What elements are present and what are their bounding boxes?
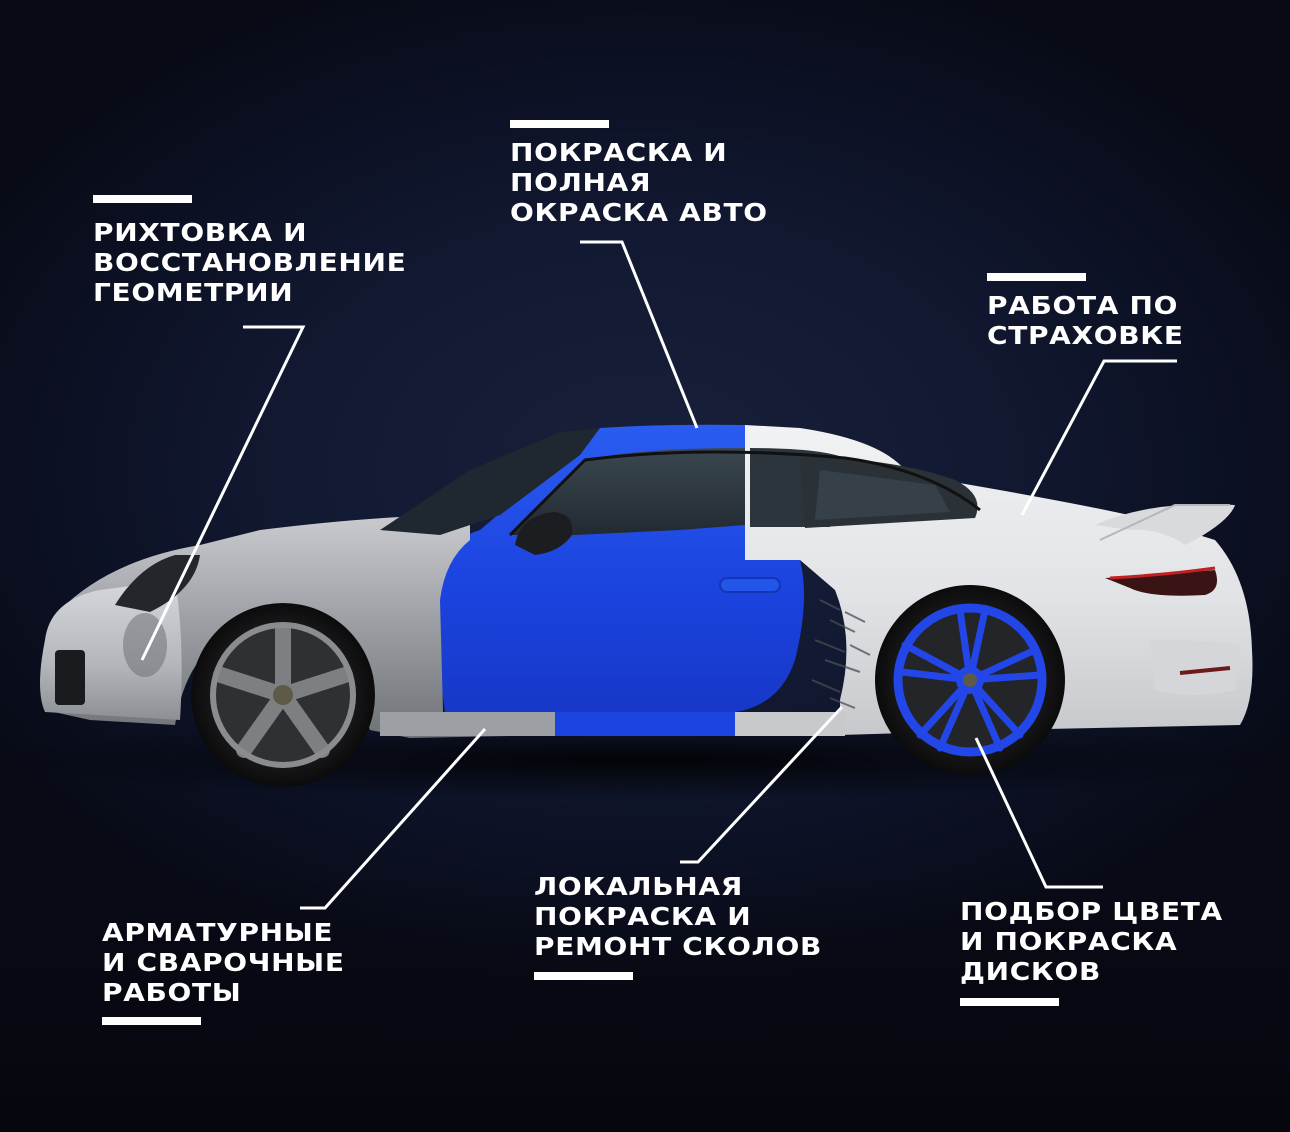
annotation-line: Арматурные xyxy=(102,918,334,947)
annotation-line: полная xyxy=(510,168,652,197)
leader-insurance xyxy=(1020,359,1177,516)
annotation-line: геометрии xyxy=(93,278,294,307)
annotation-line: Покраска и xyxy=(510,138,728,167)
leader-dent-repair xyxy=(140,325,306,661)
annotation-line: Рихтовка и xyxy=(93,218,308,247)
annotation-welding: Арматурные и сварочные работы xyxy=(102,918,345,1008)
annotation-line: окраска авто xyxy=(510,198,768,227)
leader-full-paint xyxy=(580,240,699,429)
chip-marks xyxy=(811,599,871,709)
annotation-line: ремонт сколов xyxy=(534,932,822,961)
annotation-line: Подбор цвета xyxy=(960,897,1223,926)
leader-welding xyxy=(300,728,487,910)
annotation-full-paint: Покраска и полная окраска авто xyxy=(510,138,768,228)
front-wheel-rim xyxy=(213,622,353,758)
label-bar xyxy=(102,1017,201,1025)
label-bar xyxy=(534,972,633,980)
annotation-line: страховке xyxy=(987,321,1184,350)
leader-local-paint xyxy=(680,705,844,864)
annotation-line: покраска и xyxy=(534,902,752,931)
annotation-wheel-paint: Подбор цвета и покраска дисков xyxy=(960,897,1223,987)
annotation-line: дисков xyxy=(960,957,1101,986)
annotation-line: и сварочные xyxy=(102,948,345,977)
label-bar xyxy=(93,195,192,203)
label-bar xyxy=(987,273,1086,281)
annotation-line: восстановление xyxy=(93,248,407,277)
annotation-dent-repair: Рихтовка и восстановление геометрии xyxy=(93,218,406,308)
annotation-local-paint: Локальная покраска и ремонт сколов xyxy=(534,872,822,962)
label-bar xyxy=(960,998,1059,1006)
annotation-line: работы xyxy=(102,978,242,1007)
annotation-line: и покраска xyxy=(960,927,1178,956)
annotation-line: Работа по xyxy=(987,291,1179,320)
label-bar xyxy=(510,120,609,128)
annotation-line: Локальная xyxy=(534,872,743,901)
annotation-insurance: Работа по страховке xyxy=(987,291,1184,351)
leader-wheel-paint xyxy=(974,737,1103,889)
